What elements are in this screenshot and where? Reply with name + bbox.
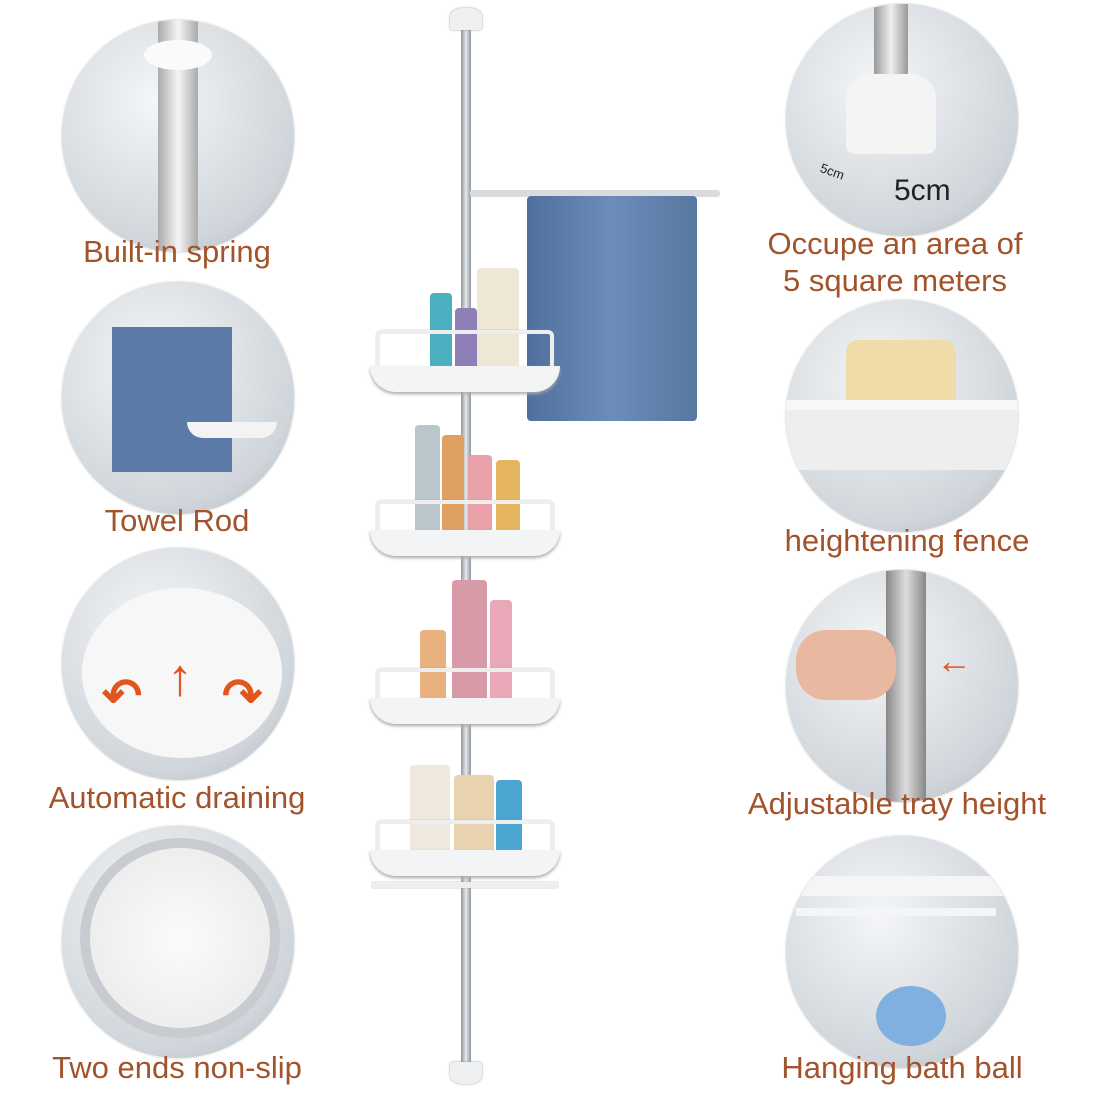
shelf-1-products	[380, 238, 530, 368]
shelf-3-products	[410, 575, 540, 700]
hanging-bath-ball-image	[786, 836, 1018, 1068]
label-heightening-fence: heightening fence	[784, 523, 1030, 558]
adjustable-height-image: ←	[786, 570, 1018, 802]
dimension-5cm-small: 5cm	[818, 160, 847, 183]
shelf-2-products	[400, 420, 530, 535]
label-occupy-area-line1: Occupe an area of	[767, 226, 1023, 261]
towel-rod	[470, 190, 720, 197]
shelf-4	[370, 850, 560, 876]
automatic-draining-image: ↑ ↶ ↷	[62, 548, 294, 780]
label-occupy-area-line2: 5 square meters	[783, 263, 1007, 298]
hook-bar	[372, 882, 558, 888]
top-cap	[450, 8, 482, 30]
label-towel-rod: Towel Rod	[104, 503, 250, 538]
non-slip-image	[62, 826, 294, 1058]
label-two-ends-non-slip: Two ends non-slip	[52, 1050, 302, 1085]
shelf-3	[370, 698, 560, 724]
dimension-5cm: 5cm	[894, 174, 951, 207]
shelf-2	[370, 530, 560, 556]
corner-base-image: 5cm 5cm	[786, 4, 1018, 236]
label-hanging-bath-ball: Hanging bath ball	[781, 1050, 1023, 1085]
shelf-1	[370, 366, 560, 392]
heightening-fence-image	[786, 300, 1018, 532]
label-adjustable-tray-height: Adjustable tray height	[747, 786, 1047, 821]
towel-rod-image	[62, 282, 294, 514]
label-built-in-spring: Built-in spring	[83, 234, 271, 269]
towel	[527, 196, 697, 421]
shelf-4-products	[410, 760, 540, 860]
built-in-spring-image	[62, 20, 294, 252]
label-automatic-draining: Automatic draining	[48, 780, 306, 815]
bottom-cap	[450, 1062, 482, 1084]
